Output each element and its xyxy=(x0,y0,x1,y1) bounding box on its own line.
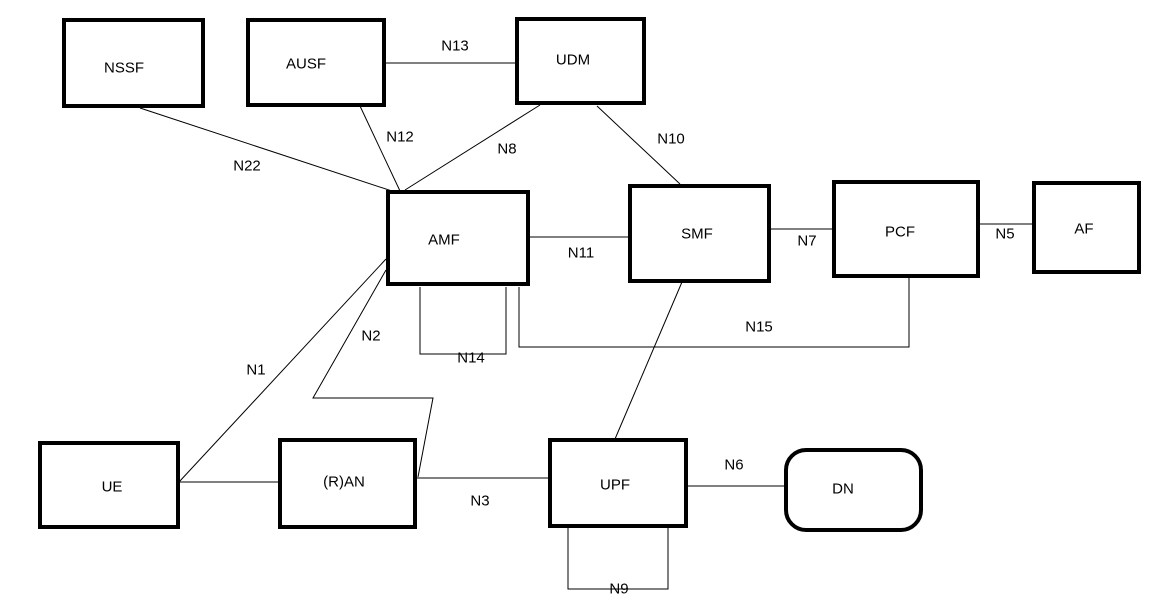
node-af: AF xyxy=(1032,181,1141,274)
link-label-n1: N1 xyxy=(246,362,265,379)
link-label-n22: N22 xyxy=(233,158,261,175)
node-nssf-label: NSSF xyxy=(104,60,144,77)
node-pcf: PCF xyxy=(832,180,980,278)
link-ran-amf xyxy=(312,269,434,478)
node-upf: UPF xyxy=(548,438,688,528)
link-label-n5: N5 xyxy=(995,226,1014,243)
node-ran: (R)AN xyxy=(278,438,417,529)
node-ran-label: (R)AN xyxy=(323,474,365,491)
link-label-n7: N7 xyxy=(797,233,816,250)
node-upf-label: UPF xyxy=(600,477,630,494)
link-udm-amf xyxy=(404,104,541,191)
link-udm-smf xyxy=(596,105,681,185)
node-dn-label: DN xyxy=(832,481,854,498)
node-udm-label: UDM xyxy=(556,52,590,69)
link-label-n10: N10 xyxy=(657,131,685,148)
link-ausf-amf xyxy=(359,105,401,192)
link-label-n3: N3 xyxy=(470,493,489,510)
node-amf-label: AMF xyxy=(428,232,460,249)
node-smf: SMF xyxy=(628,184,771,283)
link-label-n14: N14 xyxy=(457,350,485,367)
node-smf-label: SMF xyxy=(681,226,713,243)
link-amf-pcf xyxy=(518,278,910,348)
node-udm: UDM xyxy=(515,17,646,105)
link-smf-upf xyxy=(614,281,683,440)
link-nssf-amf xyxy=(139,107,399,194)
link-label-n2: N2 xyxy=(361,328,380,345)
link-label-n11: N11 xyxy=(568,245,594,262)
link-label-n8: N8 xyxy=(497,141,516,158)
link-label-n6: N6 xyxy=(724,457,743,474)
node-ausf: AUSF xyxy=(246,18,386,107)
node-af-label: AF xyxy=(1074,221,1093,238)
link-ue-amf xyxy=(178,258,387,483)
link-label-n13: N13 xyxy=(441,38,469,55)
link-label-n15: N15 xyxy=(745,319,773,336)
node-ue-label: UE xyxy=(102,479,123,496)
link-label-n9: N9 xyxy=(609,581,628,598)
node-nssf: NSSF xyxy=(62,18,205,108)
node-ue: UE xyxy=(38,441,180,529)
node-ausf-label: AUSF xyxy=(286,56,326,73)
link-amf-loop xyxy=(419,287,507,355)
node-pcf-label: PCF xyxy=(885,224,915,241)
node-dn: DN xyxy=(784,448,923,532)
link-label-n12: N12 xyxy=(386,129,414,146)
node-amf: AMF xyxy=(386,190,530,286)
link-upf-loop xyxy=(567,526,669,590)
